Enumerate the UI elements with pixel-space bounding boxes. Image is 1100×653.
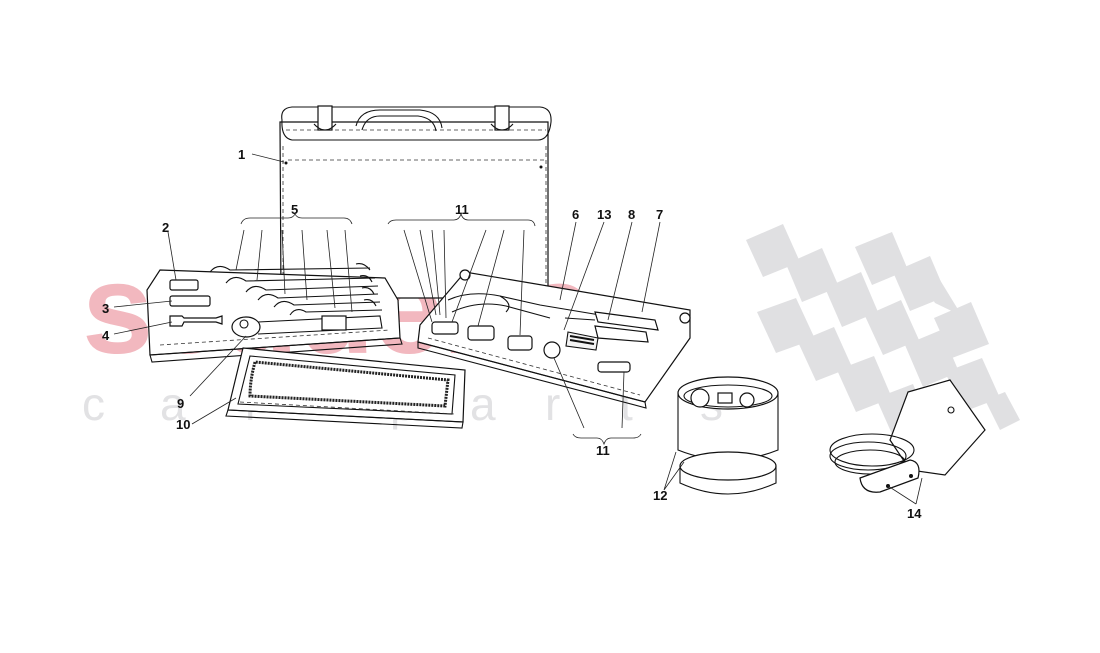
wrench-tray: [225, 347, 466, 429]
callout-2: 2: [162, 220, 169, 235]
callout-7: 7: [656, 207, 663, 222]
socket-tube-shape: [169, 295, 211, 307]
callout-8: 8: [628, 207, 635, 222]
callout-6: 6: [572, 207, 579, 222]
callout-labels: 1 2 3 4 5 6 7 8 9 10 11 11 12 13 14: [102, 147, 922, 521]
inspection-lamp: [829, 379, 986, 493]
callout-14: 14: [907, 506, 922, 521]
callout-1: 1: [238, 147, 245, 162]
leader-lines: [113, 153, 923, 505]
callout-3: 3: [102, 301, 109, 316]
svg-text:a: a: [160, 378, 186, 430]
callout-11-upper: 11: [455, 202, 469, 217]
socket-adapter-shape: [169, 279, 199, 291]
callout-11-lower: 11: [596, 443, 610, 458]
spare-bulb-box: [677, 376, 779, 495]
svg-text:r: r: [545, 378, 560, 430]
ratchet-shape: [231, 315, 383, 338]
callout-4: 4: [102, 328, 110, 343]
extension-bar-shape: [169, 315, 223, 327]
callout-9: 9: [177, 396, 184, 411]
callout-13: 13: [597, 207, 611, 222]
svg-text:c: c: [82, 378, 105, 430]
wrench-panel: [146, 263, 403, 363]
callout-5: 5: [291, 202, 298, 217]
callout-12: 12: [653, 488, 667, 503]
open-end-wrenches: [209, 263, 383, 316]
tool-tray: [417, 269, 691, 409]
callout-10: 10: [176, 417, 190, 432]
svg-text:a: a: [470, 378, 496, 430]
